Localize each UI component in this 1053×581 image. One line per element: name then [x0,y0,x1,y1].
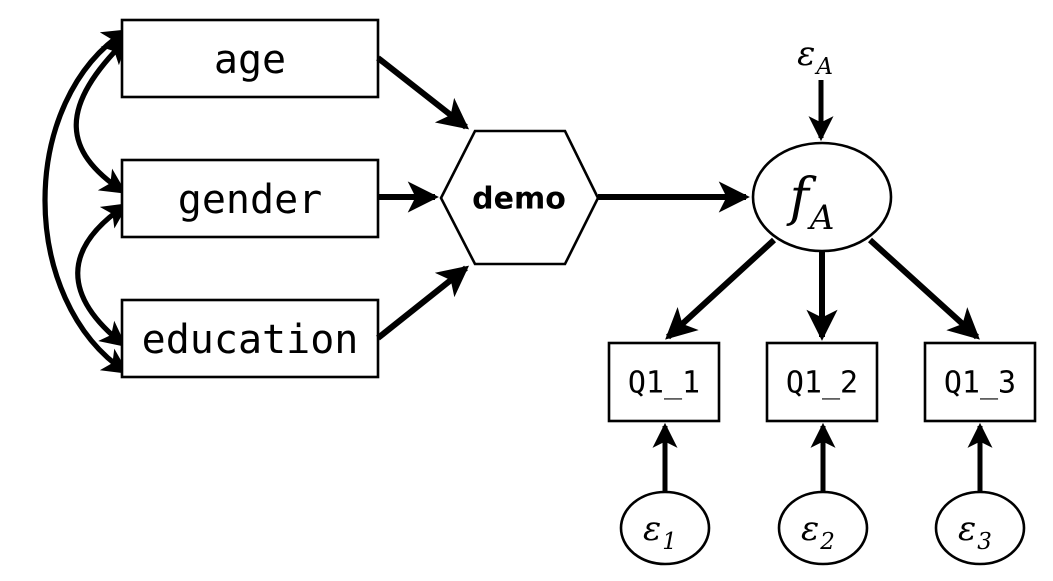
observed-variable-age[interactable]: age [120,18,380,99]
covariance-arrow-age-gender [73,37,129,195]
eps3-subscript: 3 [977,529,992,555]
latent-factor-fA[interactable]: fA [751,141,893,253]
q1_3-label: Q1_3 [944,366,1016,401]
eps2-symbol: ε [801,509,819,549]
age-label: age [214,37,286,83]
eps1-subscript: 1 [662,529,677,555]
eps3-symbol: ε [958,509,976,549]
eps2-label: ε2 [801,509,835,555]
eps1-ellipse[interactable] [619,490,711,566]
covariance-edges [42,28,129,375]
eps2-subscript: 2 [819,529,835,555]
q1_1-box[interactable] [607,341,721,423]
factor-label: fA [786,168,835,238]
education-box[interactable] [120,298,380,379]
indicator-q1_2[interactable]: Q1_2 [765,341,879,423]
age-box[interactable] [120,18,380,99]
residual-eps2[interactable]: ε2 [777,490,869,566]
eps1-symbol: ε [643,509,661,549]
eps2-ellipse[interactable] [777,490,869,566]
residual-eps3[interactable]: ε3 [934,490,1026,566]
covariance-arrow-age-education [42,28,129,375]
arrow-factor-to-q1_3 [867,237,980,340]
observed-variable-gender[interactable]: gender [120,158,380,239]
arrow-education-to-demo [376,265,470,341]
gender-box[interactable] [120,158,380,239]
eps1-label: ε1 [643,509,677,555]
q1_1-label: Q1_1 [628,366,700,401]
arrow-factor-to-q1_1 [665,237,777,340]
epsA-subscript: A [814,54,833,80]
gender-label: gender [178,177,323,223]
q1_2-box[interactable] [765,341,879,423]
epsA-label: εA [797,34,833,80]
arrow-age-to-demo [376,55,470,130]
factor-disturbance-epsA: εA [797,34,834,142]
composite-inflow-edges [376,55,470,341]
education-label: education [142,317,359,363]
q1_3-box[interactable] [923,341,1037,423]
residual-edges [652,422,993,492]
covariance-arrow-gender-education [75,202,129,348]
composite-node-demo[interactable]: demo [439,129,600,266]
factor-loading-edges [665,237,980,341]
epsA-symbol: ε [797,34,815,74]
observed-variable-education[interactable]: education [120,298,380,379]
indicator-q1_3[interactable]: Q1_3 [923,341,1037,423]
eps3-label: ε3 [958,509,992,555]
eps3-ellipse[interactable] [934,490,1026,566]
demo-label: demo [472,182,566,217]
factor-subscript: A [807,198,835,238]
indicator-q1_1[interactable]: Q1_1 [607,341,721,423]
q1_2-label: Q1_2 [786,366,858,401]
residual-eps1[interactable]: ε1 [619,490,711,566]
